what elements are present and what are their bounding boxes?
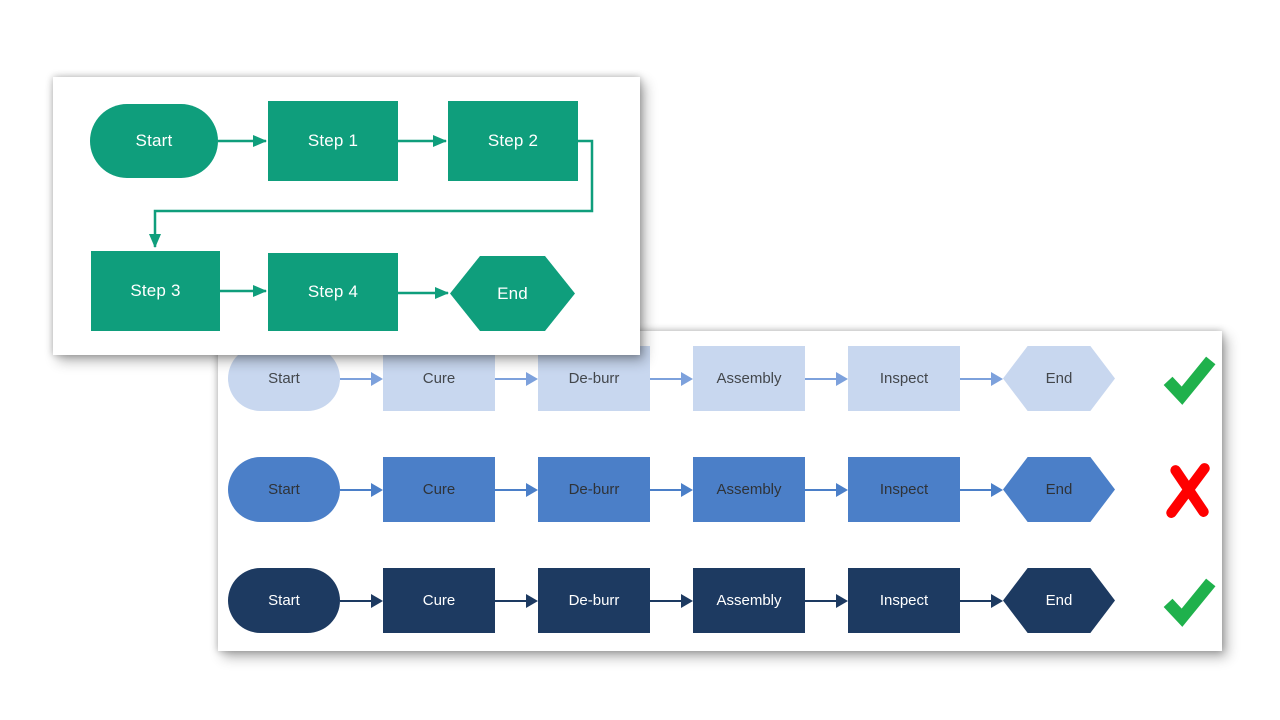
flow-arrow [495,482,538,498]
node-label: Cure [422,592,456,609]
node-label: Start [268,592,300,609]
flow-arrow [340,371,383,387]
node-label: Step 2 [487,131,539,150]
node-label: Cure [422,370,456,387]
node-end: End [1003,568,1115,633]
node-label: Assembly [716,481,782,498]
process-row-dark-navy: Start Cure De-burr Assembly Inspect End [228,568,1218,633]
flowchart-node-end: End [450,256,575,331]
flow-arrow [495,593,538,609]
flow-arrow [805,482,848,498]
node-assembly: Assembly [693,457,805,522]
status-fail [1158,460,1218,520]
flowchart-node-step4: Step 4 [268,253,398,331]
node-label: Inspect [879,481,929,498]
flow-arrow [495,371,538,387]
flow-arrow [960,482,1003,498]
flow-arrow [650,593,693,609]
node-assembly: Assembly [693,346,805,411]
flow-arrow [650,371,693,387]
node-cure: Cure [383,346,495,411]
process-row-light-blue: Start Cure De-burr Assembly Inspect End [228,346,1218,411]
node-end: End [1003,346,1115,411]
node-label: Cure [422,481,456,498]
process-variants-card: Start Cure De-burr Assembly Inspect End [218,331,1222,651]
flowchart-node-step3: Step 3 [91,251,220,331]
status-pass [1158,349,1218,409]
node-cure: Cure [383,568,495,633]
node-label: De-burr [568,481,620,498]
node-cure: Cure [383,457,495,522]
checkmark-icon [1163,578,1215,627]
node-inspect: Inspect [848,568,960,633]
node-label: End [1045,370,1073,387]
flow-arrow [340,482,383,498]
node-label: Step 1 [307,131,359,150]
flow-arrow [650,482,693,498]
node-label: Inspect [879,592,929,609]
node-label: Inspect [879,370,929,387]
green-flowchart-card: Start Step 1 Step 2 Step 3 Step 4 End [53,77,640,355]
node-label: Start [135,131,173,150]
node-label: Start [268,370,300,387]
node-inspect: Inspect [848,346,960,411]
cross-icon [1166,462,1210,518]
node-label: Step 4 [307,282,359,301]
node-label: Assembly [716,592,782,609]
node-label: Step 3 [130,281,181,300]
node-inspect: Inspect [848,457,960,522]
node-label: De-burr [568,370,620,387]
flow-arrow [805,593,848,609]
flowchart-node-step1: Step 1 [268,101,398,181]
node-de-burr: De-burr [538,457,650,522]
node-label: End [1045,481,1073,498]
node-de-burr: De-burr [538,346,650,411]
node-label: Assembly [716,370,782,387]
process-row-medium-blue: Start Cure De-burr Assembly Inspect End [228,457,1218,522]
node-end: End [1003,457,1115,522]
node-assembly: Assembly [693,568,805,633]
flow-arrow [960,371,1003,387]
node-label: End [497,283,528,303]
flowchart-node-start: Start [90,104,218,178]
node-label: Start [268,481,300,498]
flow-arrow [805,371,848,387]
node-start: Start [228,346,340,411]
node-start: Start [228,457,340,522]
node-start: Start [228,568,340,633]
flow-arrow [340,593,383,609]
status-pass [1158,571,1218,631]
node-label: De-burr [568,592,620,609]
node-label: End [1045,592,1073,609]
flowchart-node-step2: Step 2 [448,101,578,181]
flow-arrow [960,593,1003,609]
node-de-burr: De-burr [538,568,650,633]
checkmark-icon [1163,356,1215,405]
